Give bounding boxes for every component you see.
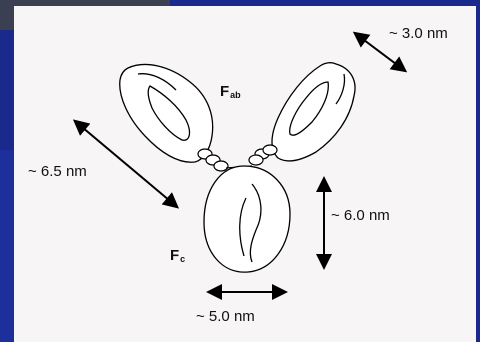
arm-length-label: ~ 6.5 nm (28, 164, 87, 179)
fc-label: Fc (170, 248, 185, 264)
fc-label-sub: c (180, 254, 185, 264)
fc-stem (204, 166, 290, 272)
left-fab-arm (120, 64, 213, 162)
arm-width-label: ~ 3.0 nm (389, 26, 448, 41)
right-fab-arm (272, 63, 355, 161)
fc-height-label: ~ 6.0 nm (331, 208, 390, 223)
fab-label: Fab (220, 84, 241, 100)
fab-label-main: F (220, 83, 229, 100)
fc-width-label: ~ 5.0 nm (196, 309, 255, 324)
fab-label-sub: ab (230, 90, 241, 100)
fc-label-main: F (170, 247, 179, 264)
